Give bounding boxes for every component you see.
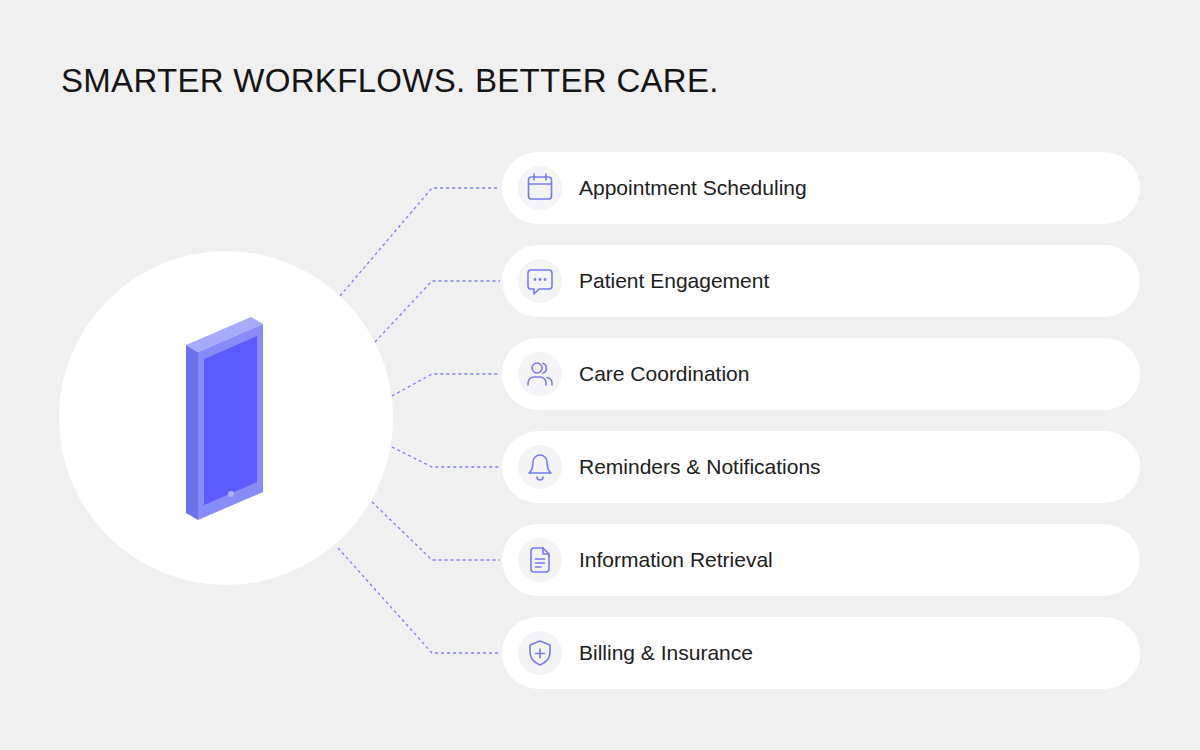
- feature-label: Care Coordination: [579, 362, 749, 386]
- leader-line: [375, 281, 500, 342]
- feature-pill: Billing & Insurance: [502, 617, 1140, 689]
- leader-line: [340, 188, 500, 296]
- feature-label: Reminders & Notifications: [579, 455, 821, 479]
- tablet-screen: [204, 336, 257, 505]
- leader-line: [372, 502, 500, 560]
- leader-line: [392, 447, 500, 467]
- feature-label: Information Retrieval: [579, 548, 773, 572]
- tablet-illustration: [186, 317, 263, 520]
- feature-pill: Reminders & Notifications: [502, 431, 1140, 503]
- device-circle: [59, 251, 393, 585]
- leader-line: [392, 374, 500, 396]
- leader-lines: [338, 188, 500, 653]
- tablet-button: [228, 491, 234, 497]
- leader-line: [338, 548, 500, 653]
- feature-pill: Care Coordination: [502, 338, 1140, 410]
- feature-label: Billing & Insurance: [579, 641, 753, 665]
- icon-backgrounds: [518, 166, 562, 675]
- tablet-face: [198, 324, 263, 520]
- tablet-top: [186, 317, 263, 352]
- feature-pill: Appointment Scheduling: [502, 152, 1140, 224]
- tablet-side: [186, 345, 198, 520]
- diagram-title: SMARTER WORKFLOWS. BETTER CARE.: [61, 62, 719, 100]
- feature-pill: Patient Engagement: [502, 245, 1140, 317]
- feature-label: Patient Engagement: [579, 269, 769, 293]
- feature-pill: Information Retrieval: [502, 524, 1140, 596]
- feature-label: Appointment Scheduling: [579, 176, 807, 200]
